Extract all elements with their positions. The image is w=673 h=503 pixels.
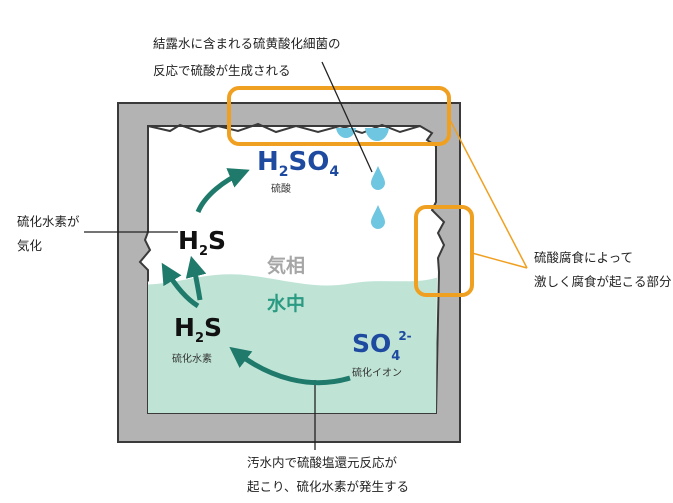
cycle-arrow-icon [195,168,250,214]
water-droplet-icon [371,166,385,190]
ceiling-drip-icon [336,128,356,138]
h2so4-formula: H2SO4 [257,147,339,180]
so4-formula: SO42- [352,329,412,364]
annotation-left-line1: 硫化水素が [17,214,80,229]
annotation-top-line1: 結露水に含まれる硫黄酸化細菌の [153,36,341,51]
annotation-bottom-line1: 汚水内で硫酸塩還元反応が [247,455,398,470]
h2s-liquid-label: 硫化水素 [172,352,212,365]
cycle-arrow-icon [229,346,351,386]
h2so4-label: 硫酸 [271,182,291,195]
annotation-top-line2: 反応で硫酸が生成される [153,63,291,78]
annotation-bottom-line2: 起こり、硫化水素が発生する [247,479,409,494]
ceiling-drip-icon [365,128,389,141]
corroded-ceiling-edge [147,122,421,135]
corrosion-highlight-right [414,205,474,297]
cycle-arrow-icon [185,255,207,301]
zone-water-label: 水中 [267,292,305,315]
water-droplet-icon [371,205,385,229]
zone-gas-label: 気相 [267,254,305,277]
h2s-liquid-formula: H2S [174,313,222,346]
annotation-right-line1: 硫酸腐食によって [534,250,633,265]
annotation-right-line2: 激しく腐食が起こる部分 [534,274,672,289]
so4-label: 硫化イオン [352,366,402,379]
leader-line-right-a [448,117,528,269]
cycle-arrow-icon [161,262,200,309]
concrete-wall [117,102,461,443]
h2s-gas-formula: H2S [178,226,226,259]
leader-line-right-b [471,252,528,269]
corrosion-highlight-top [227,86,451,146]
annotation-left-line2: 気化 [17,238,43,253]
leader-line-top [321,61,373,173]
water-body [148,272,437,413]
